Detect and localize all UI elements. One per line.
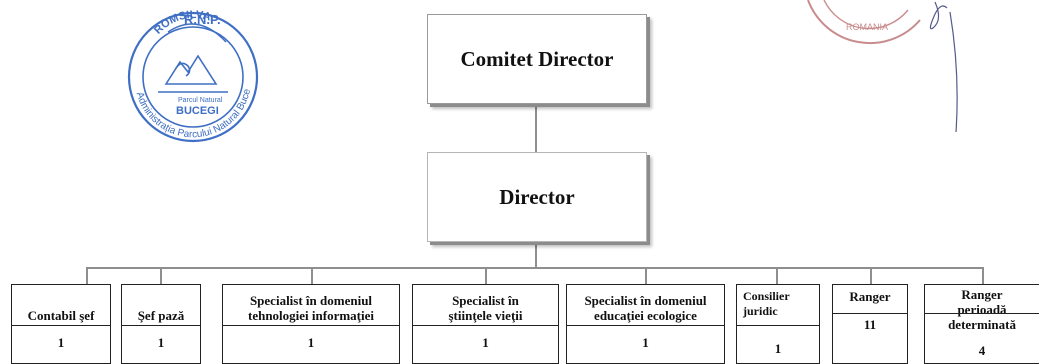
signature (929, 1, 958, 133)
dept-specialist-educatie: Specialist în domeniul educaţiei ecologi… (566, 284, 725, 364)
dept-sef-paza: Şef pază 1 (121, 284, 201, 364)
connector-drop (311, 267, 313, 284)
signature-scribble (167, 23, 227, 43)
right-stamp-text: ROMANIA (846, 22, 888, 32)
stamp-inner-line2: BUCEGI (176, 105, 219, 117)
stamp-inner-line1: Parcul Natural (178, 97, 223, 104)
mountain-goat-icon (158, 54, 228, 93)
right-stamp: ROMANIA (807, 0, 958, 133)
dept-count: 11 (863, 317, 877, 332)
comitet-director-box: Comitet Director (427, 14, 647, 104)
comitet-director-label: Comitet Director (460, 46, 614, 71)
dept-count: 1 (57, 335, 65, 350)
dept-specialist-stiinte: Specialist în ştiinţele vieţii 1 (412, 284, 559, 364)
dept-count: 1 (774, 341, 782, 356)
stamp-top-text: R.N.P. (184, 12, 221, 27)
dept-count: 1 (482, 335, 489, 350)
director-label: Director (499, 184, 575, 209)
dept-consilier-juridic: Consilier juridic 1 (736, 284, 820, 364)
dept-label: Ranger (849, 289, 891, 304)
connector-drop (645, 267, 647, 284)
connector-director-bus (535, 242, 537, 268)
dept-specialist-it: Specialist în domeniul tehnologiei infor… (222, 284, 400, 364)
romsilva-stamp: R.N.P. ROMSILVA Administrația Parcului N… (118, 2, 259, 143)
connector-drop (160, 267, 162, 284)
connector-bus (86, 267, 984, 269)
dept-label: Specialist în domeniul tehnologiei infor… (247, 293, 374, 323)
dept-label: Specialist în ştiinţele vieţii (448, 293, 523, 323)
dept-count: 1 (157, 335, 165, 350)
connector-drop (870, 267, 872, 284)
connector-cd-director (535, 104, 537, 152)
dept-label: Contabil şef (27, 308, 95, 323)
dept-label: Consilier juridic (743, 289, 790, 318)
connector-drop (776, 267, 778, 284)
dept-count: 1 (307, 335, 315, 350)
director-box: Director (427, 152, 647, 242)
dept-count: 1 (642, 335, 649, 350)
dept-ranger-perioada: Ranger perioadă determinată 4 (924, 284, 1039, 364)
connector-drop (86, 267, 88, 284)
dept-label: Şef pază (137, 308, 185, 323)
dept-contabil-sef: Contabil şef 1 (11, 284, 111, 364)
connector-drop (982, 267, 984, 284)
dept-label: Specialist în domeniul educaţiei ecologi… (584, 293, 707, 323)
dept-count: 4 (978, 343, 986, 358)
dept-ranger: Ranger 11 (832, 284, 908, 364)
connector-drop (485, 267, 487, 284)
